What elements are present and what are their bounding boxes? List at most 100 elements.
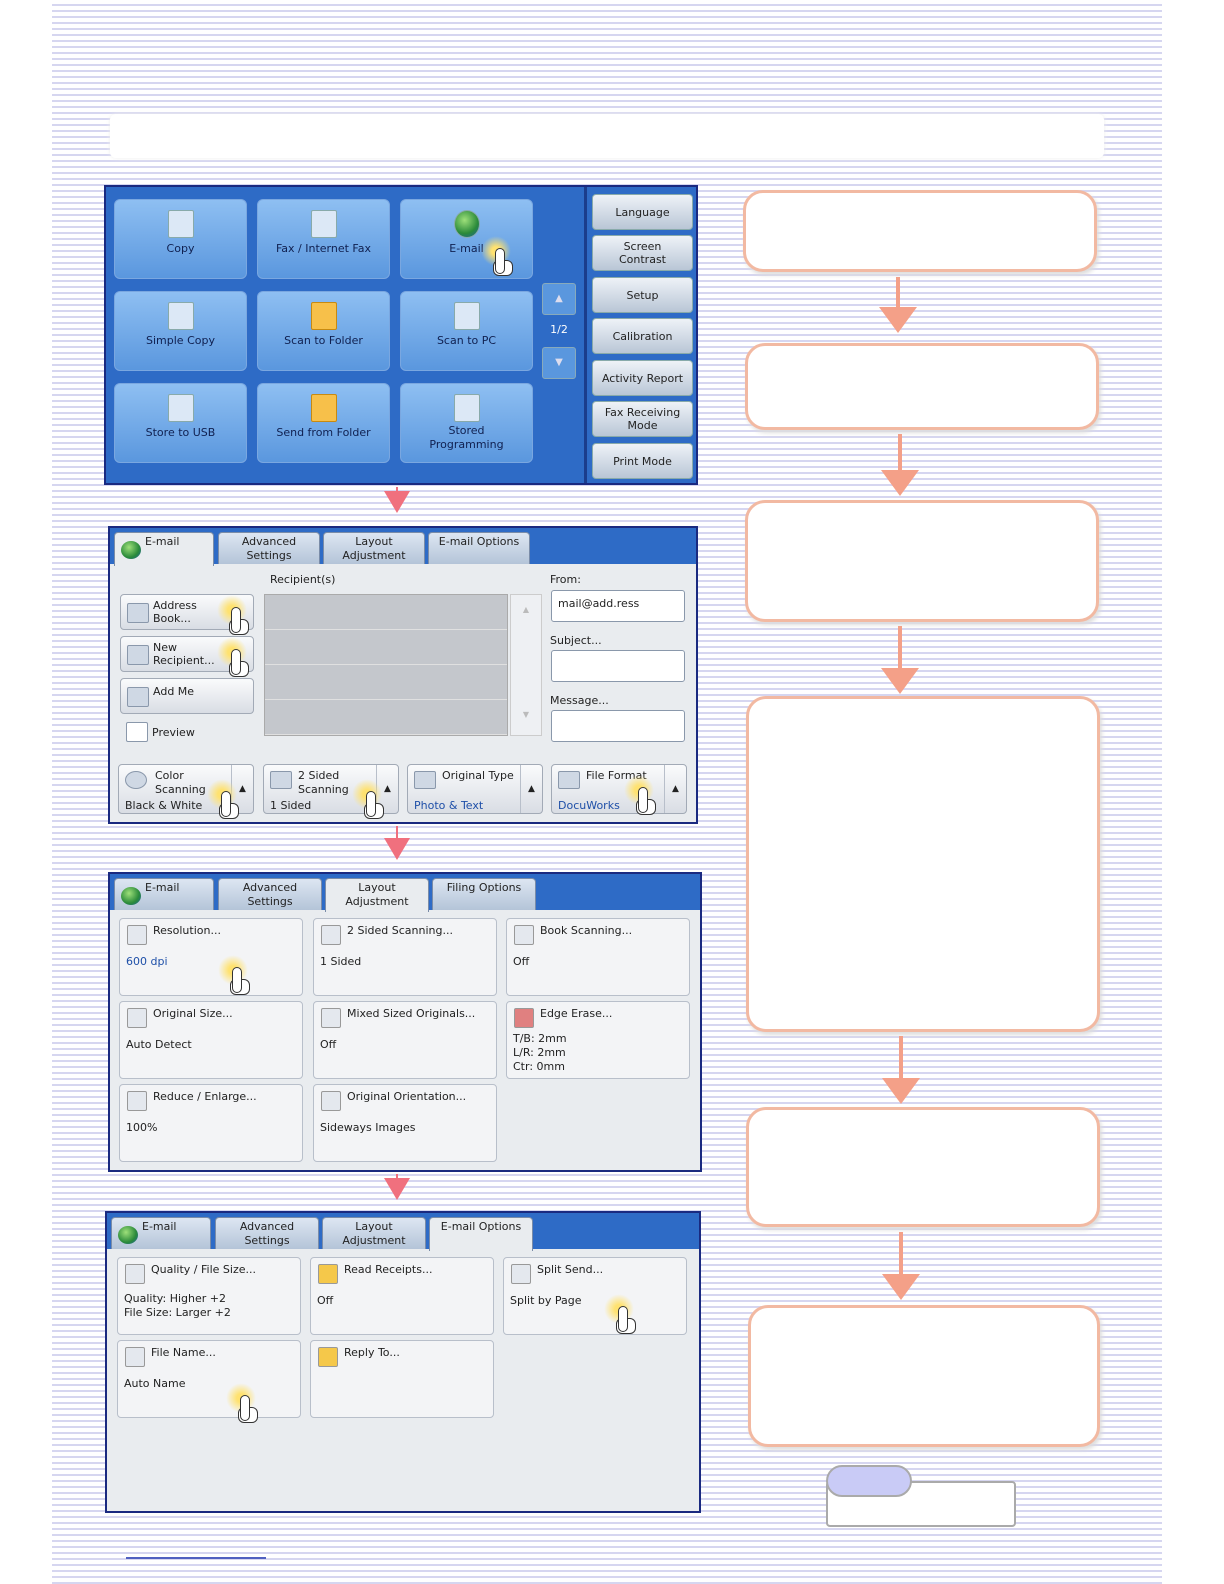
folder-icon	[310, 302, 337, 330]
fax-icon	[310, 210, 337, 238]
file-format-icon	[558, 771, 580, 789]
language-button[interactable]: Language	[592, 194, 693, 230]
chevron-up-icon: ▲	[376, 765, 398, 813]
activity-report-button[interactable]: Activity Report	[592, 360, 693, 396]
reduce-enlarge-icon	[127, 1091, 147, 1111]
two-sided-scanning-card[interactable]: 2 Sided Scanning...1 Sided	[313, 918, 497, 996]
pointer-hand-icon	[481, 236, 515, 276]
book-scanning-card[interactable]: Book Scanning...Off	[506, 918, 690, 996]
nav-pill-button[interactable]	[826, 1465, 912, 1497]
tab-layout-adjustment[interactable]: Layout Adjustment	[322, 1217, 426, 1249]
pointer-hand-icon	[604, 1294, 638, 1334]
address-book-icon	[127, 603, 149, 623]
stored-programming-tile[interactable]: Stored Programming	[400, 383, 533, 463]
pointer-hand-icon	[217, 637, 251, 677]
tab-filing-options[interactable]: Filing Options	[432, 878, 536, 910]
flow-step-6	[748, 1305, 1100, 1447]
size-icon	[127, 1008, 147, 1028]
chevron-up-icon: ▲	[520, 765, 542, 813]
screen-contrast-button[interactable]: Screen Contrast	[592, 235, 693, 271]
email-globe-icon	[121, 541, 141, 559]
two-sided-icon	[270, 771, 292, 789]
quality-icon	[125, 1264, 145, 1284]
tab-layout-adjustment[interactable]: Layout Adjustment	[325, 878, 429, 912]
split-send-card[interactable]: Split Send...Split by Page	[503, 1257, 687, 1335]
page-down-button[interactable]: ▼	[542, 347, 576, 379]
scan-to-pc-tile[interactable]: Scan to PC	[400, 291, 533, 371]
two-sided-icon	[321, 925, 341, 945]
mixed-originals-icon	[321, 1008, 341, 1028]
reply-to-card[interactable]: Reply To...	[310, 1340, 494, 1418]
fax-tile[interactable]: Fax / Internet Fax	[257, 199, 390, 279]
pointer-hand-icon	[226, 1383, 260, 1423]
mixed-sized-originals-card[interactable]: Mixed Sized Originals...Off	[313, 1001, 497, 1079]
store-to-usb-tile[interactable]: Store to USB	[114, 383, 247, 463]
flow-step-1	[743, 190, 1097, 272]
email-globe-icon	[453, 210, 480, 238]
read-receipts-card[interactable]: Read Receipts...Off	[310, 1257, 494, 1335]
tab-advanced-settings[interactable]: Advanced Settings	[215, 1217, 319, 1249]
home-menu-panel: Copy Fax / Internet Fax E-mail Simple Co…	[104, 185, 698, 485]
fax-receiving-mode-button[interactable]: Fax Receiving Mode	[592, 401, 693, 437]
tab-email[interactable]: E-mail	[114, 532, 214, 566]
calibration-button[interactable]: Calibration	[592, 318, 693, 354]
edge-erase-card[interactable]: Edge Erase...T/B: 2mm L/R: 2mm Ctr: 0mm	[506, 1001, 690, 1079]
flow-step-3	[745, 500, 1099, 622]
message-field[interactable]	[551, 710, 685, 742]
email-globe-icon	[118, 1226, 138, 1244]
from-field[interactable]: mail@add.ress	[551, 590, 685, 622]
tab-email-options[interactable]: E-mail Options	[429, 1217, 533, 1251]
recipients-label: Recipient(s)	[270, 573, 336, 586]
recipient-scrollbar[interactable]: ▲▼	[510, 594, 542, 736]
scan-to-folder-tile[interactable]: Scan to Folder	[257, 291, 390, 371]
reduce-enlarge-card[interactable]: Reduce / Enlarge...100%	[119, 1084, 303, 1162]
original-size-card[interactable]: Original Size...Auto Detect	[119, 1001, 303, 1079]
copy-icon	[167, 210, 194, 238]
setup-button[interactable]: Setup	[592, 277, 693, 313]
pointer-hand-icon	[217, 595, 251, 635]
new-recipient-button[interactable]: New Recipient...	[120, 636, 254, 677]
resolution-card[interactable]: Resolution...600 dpi	[119, 918, 303, 996]
stored-programming-icon	[453, 394, 480, 422]
email-tile[interactable]: E-mail	[400, 199, 533, 279]
title-bar	[110, 114, 1104, 158]
tab-layout-adjustment[interactable]: Layout Adjustment	[323, 532, 425, 564]
subject-field[interactable]	[551, 650, 685, 682]
split-send-icon	[511, 1264, 531, 1284]
chevron-up-icon: ▲	[231, 765, 253, 813]
recipient-list[interactable]	[264, 594, 508, 736]
envelope-icon	[318, 1264, 338, 1284]
page-up-button[interactable]: ▲	[542, 283, 576, 315]
pc-icon	[453, 302, 480, 330]
tab-email-options[interactable]: E-mail Options	[428, 532, 530, 564]
address-book-button[interactable]: Address Book...	[120, 594, 254, 635]
message-label: Message...	[550, 694, 609, 707]
tab-advanced-settings[interactable]: Advanced Settings	[218, 532, 320, 564]
book-icon	[514, 925, 534, 945]
usb-icon	[167, 394, 194, 422]
tab-advanced-settings[interactable]: Advanced Settings	[218, 878, 322, 910]
email-options-panel: E-mail Advanced Settings Layout Adjustme…	[105, 1211, 701, 1513]
file-name-card[interactable]: File Name...Auto Name	[117, 1340, 301, 1423]
reply-icon	[318, 1347, 338, 1367]
print-mode-button[interactable]: Print Mode	[592, 443, 693, 479]
tab-bar: E-mail Advanced Settings Layout Adjustme…	[110, 528, 696, 566]
simple-copy-tile[interactable]: Simple Copy	[114, 291, 247, 371]
copy-tile[interactable]: Copy	[114, 199, 247, 279]
original-orientation-card[interactable]: Original Orientation...Sideways Images	[313, 1084, 497, 1162]
preview-checkbox[interactable]: Preview	[120, 720, 254, 748]
tab-email[interactable]: E-mail	[114, 878, 214, 910]
edge-erase-icon	[514, 1008, 534, 1028]
navigation-widget[interactable]	[826, 1465, 1018, 1529]
send-from-folder-tile[interactable]: Send from Folder	[257, 383, 390, 463]
flow-step-2	[745, 343, 1099, 430]
email-screen-panel: E-mail Advanced Settings Layout Adjustme…	[108, 526, 698, 824]
add-me-button[interactable]: Add Me	[120, 678, 254, 714]
quality-file-size-card[interactable]: Quality / File Size...Quality: Higher +2…	[117, 1257, 301, 1335]
tab-email[interactable]: E-mail	[111, 1217, 211, 1249]
flow-step-5	[746, 1107, 1100, 1227]
